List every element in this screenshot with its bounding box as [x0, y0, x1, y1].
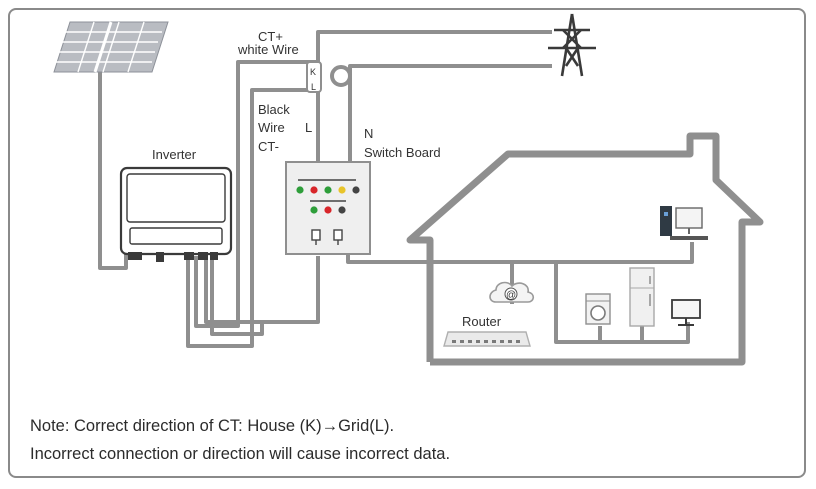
cloud-at-label: @	[506, 290, 516, 301]
ct-clamp: K L	[306, 61, 352, 93]
house-outline	[406, 132, 764, 366]
diagram-frame	[8, 8, 806, 478]
wires	[98, 30, 694, 348]
washing-machine-icon	[585, 293, 611, 325]
inverter-label: Inverter	[152, 147, 197, 162]
n-label: N	[364, 126, 373, 141]
note-line-2: Incorrect connection or direction will c…	[30, 445, 451, 463]
computer-icon	[660, 206, 708, 240]
ct-l-label: L	[311, 82, 316, 92]
house-bus-wire	[554, 262, 690, 344]
ct-white-wire	[194, 60, 318, 328]
white-wire-label: white Wire	[237, 42, 299, 57]
router-label: Router	[462, 314, 502, 329]
l-label: L	[305, 120, 312, 135]
solar-panel-icon	[53, 21, 169, 73]
grid-l-wire	[316, 30, 552, 165]
inverter-icon	[119, 166, 233, 262]
ct-k-label: K	[310, 67, 316, 77]
wire-label: Wire	[258, 120, 285, 135]
ct-black-wire	[186, 88, 312, 348]
inverter-extra-wire	[210, 256, 264, 336]
refrigerator-icon	[629, 267, 655, 327]
power-tower-icon	[548, 13, 596, 77]
router-icon	[443, 331, 531, 347]
inverter-l-wire	[204, 256, 320, 324]
ct-minus-label: CT-	[258, 139, 279, 154]
monitor-icon	[671, 299, 701, 326]
note-line-1: Note: Correct direction of CT: House (K)…	[30, 417, 395, 435]
switchboard-to-house-wire	[346, 242, 694, 264]
switch-board-icon	[285, 161, 371, 255]
grid-n-wire	[348, 64, 552, 168]
ct-plus-label: CT+	[258, 29, 283, 44]
switch-board-label: Switch Board	[364, 145, 441, 160]
cloud-icon: @	[489, 281, 535, 303]
solar-to-inverter-wire	[98, 72, 128, 270]
black-label: Black	[258, 102, 290, 117]
